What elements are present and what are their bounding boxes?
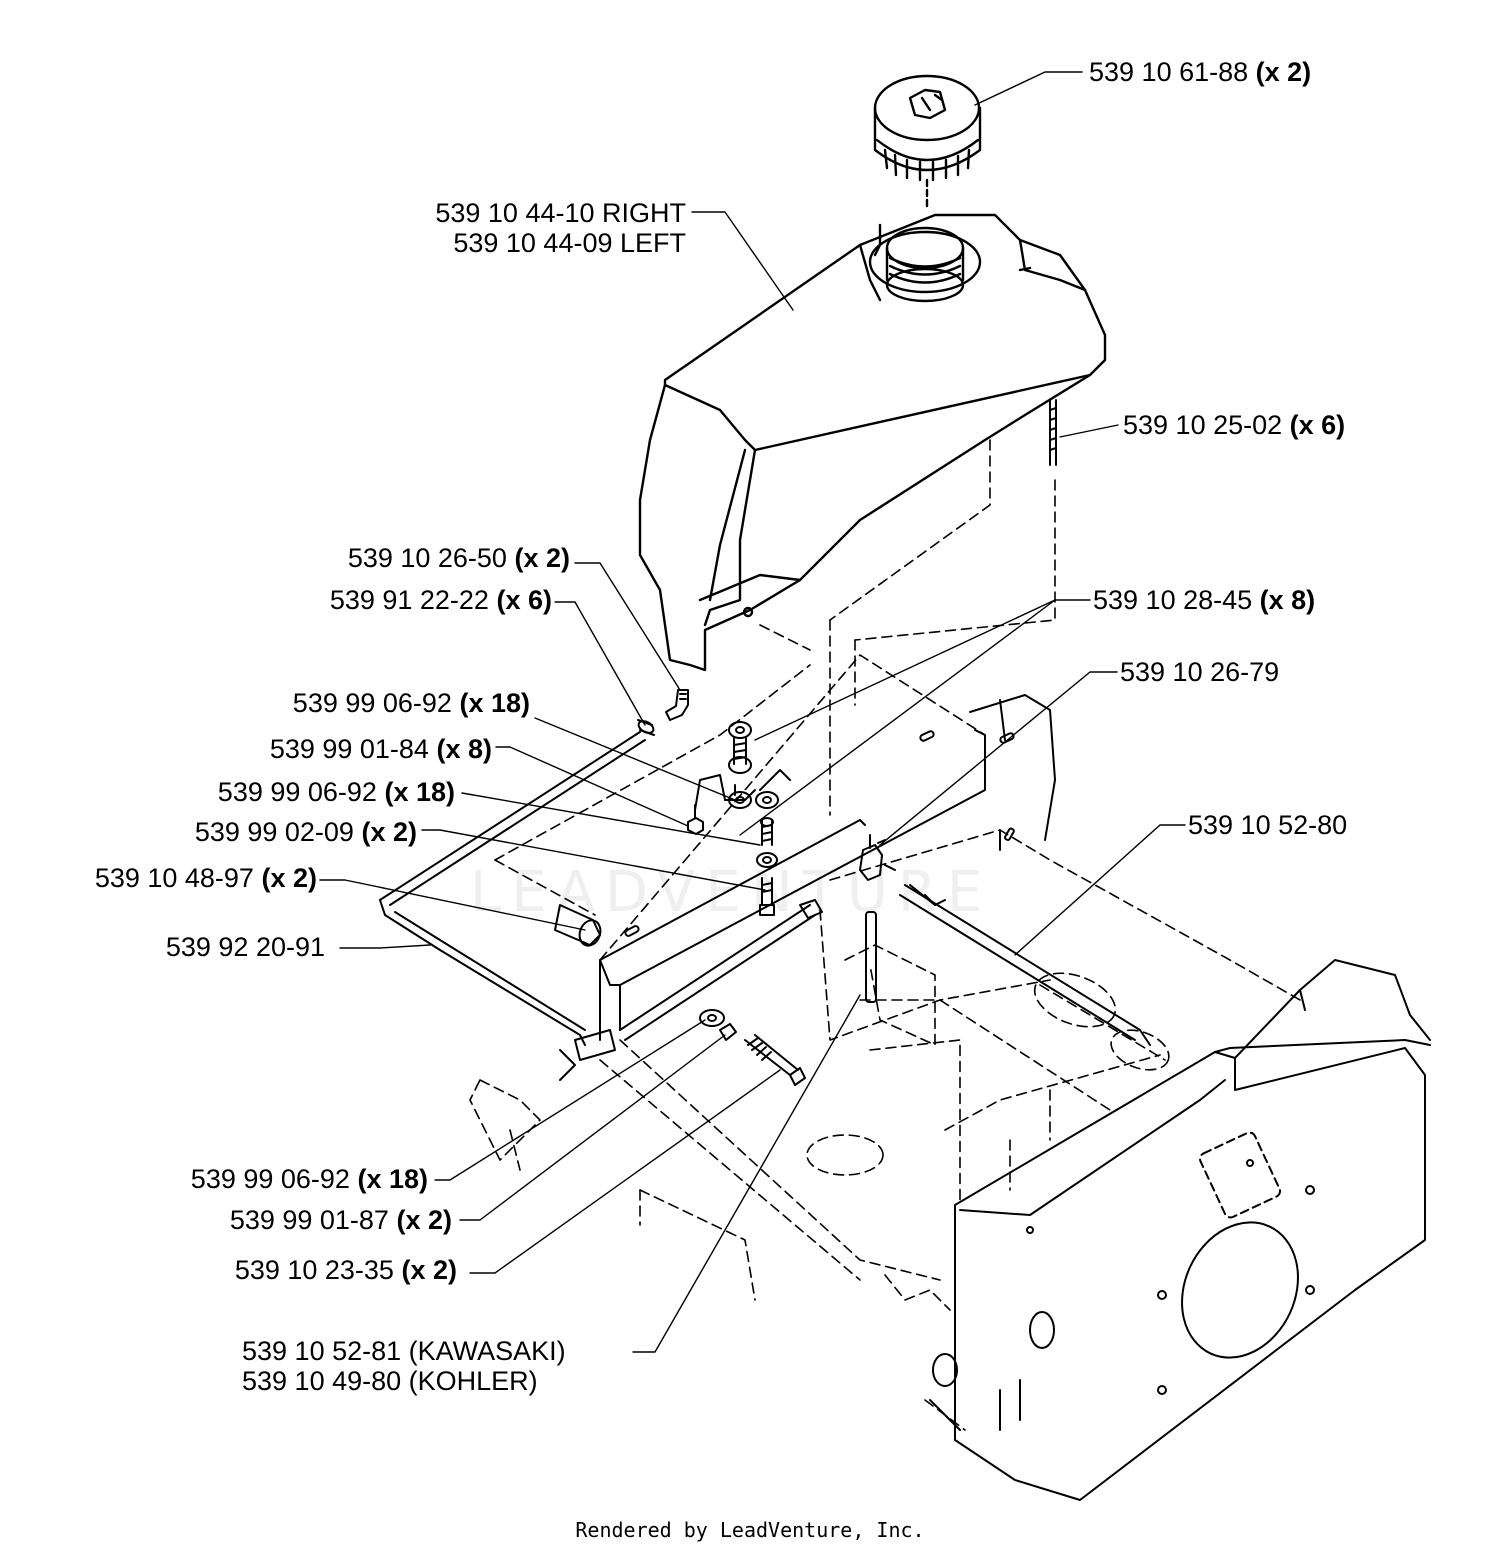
- callout-fuel-cap: 539 10 61-88 (x 2): [1089, 57, 1311, 87]
- callout-stud: 539 10 25-02 (x 6): [1123, 410, 1345, 440]
- part-number: 539 10 26-50: [347, 543, 507, 573]
- callout-hose-clamp: 539 91 22-22 (x 6): [260, 585, 552, 615]
- part-number: 539 99 06-92: [190, 1164, 350, 1194]
- quantity: (x 18): [384, 777, 455, 807]
- callout-long-bolt: 539 10 23-35 (x 2): [165, 1255, 457, 1285]
- hidden-lines: [469, 439, 1301, 1431]
- callout-nut-b: 539 99 01-87 (x 2): [160, 1205, 452, 1235]
- callout-fuel-valve: 539 10 26-79: [1120, 657, 1279, 687]
- quantity: (x 2): [401, 1255, 457, 1285]
- callout-rod: 539 92 20-91: [100, 932, 325, 962]
- callout-fuel-line: 539 10 52-81 (KAWASAKI) 539 10 49-80 (KO…: [242, 1336, 566, 1396]
- callout-nut-a: 539 99 01-84 (x 8): [200, 734, 492, 764]
- quantity: (x 8): [436, 734, 492, 764]
- quantity: (x 6): [1289, 410, 1346, 440]
- quantity: (x 6): [496, 585, 552, 615]
- callout-washer-b: 539 99 06-92 (x 18): [145, 777, 455, 807]
- callout-elbow: 539 10 26-50 (x 2): [280, 543, 570, 573]
- part-number-left: 539 10 44-09 LEFT: [453, 228, 686, 258]
- watermark: LEADVENTURE: [470, 860, 993, 925]
- part-number-right: 539 10 44-10 RIGHT: [435, 198, 686, 228]
- callout-filter-line: 539 10 52-80: [1188, 810, 1347, 840]
- part-number: 539 92 20-91: [165, 932, 325, 962]
- fuel-tank: [638, 213, 1107, 672]
- part-number: 539 10 61-88: [1089, 57, 1249, 87]
- leader-lines: [319, 71, 1186, 1353]
- callout-bolt: 539 10 28-45 (x 8): [1093, 585, 1315, 615]
- part-number: 539 99 06-92: [217, 777, 377, 807]
- callout-screw: 539 99 02-09 (x 2): [125, 817, 417, 847]
- callout-washer-a: 539 99 06-92 (x 18): [220, 688, 530, 718]
- part-number: 539 10 25-02: [1123, 410, 1283, 440]
- quantity: (x 18): [357, 1164, 428, 1194]
- quantity: (x 8): [1259, 585, 1316, 615]
- fuel-lines: [379, 731, 1151, 1046]
- part-number: 539 99 01-87: [229, 1205, 389, 1235]
- callout-washer-c: 539 99 06-92 (x 18): [118, 1164, 428, 1194]
- fuel-cap: [873, 74, 982, 212]
- callout-fuel-tank: 539 10 44-10 RIGHT 539 10 44-09 LEFT: [380, 198, 686, 258]
- part-number-kohler: 539 10 49-80 (KOHLER): [242, 1366, 538, 1396]
- part-number: 539 99 06-92: [292, 688, 452, 718]
- part-number-kawasaki: 539 10 52-81 (KAWASAKI): [242, 1336, 566, 1366]
- quantity: (x 2): [361, 817, 417, 847]
- quantity: (x 2): [1255, 57, 1312, 87]
- part-number: 539 10 52-80: [1188, 810, 1348, 840]
- part-number: 539 10 28-45: [1093, 585, 1253, 615]
- footer-credit: Rendered by LeadVenture, Inc.: [575, 1518, 925, 1542]
- callout-bumper: 539 10 48-97 (x 2): [25, 863, 317, 893]
- quantity: (x 2): [396, 1205, 452, 1235]
- part-number: 539 99 02-09: [194, 817, 354, 847]
- part-number: 539 99 01-84: [269, 734, 429, 764]
- part-number: 539 10 23-35: [234, 1255, 394, 1285]
- quantity: (x 2): [261, 863, 317, 893]
- part-number: 539 10 48-97: [94, 863, 254, 893]
- hardware: [554, 399, 1057, 1086]
- part-number: 539 91 22-22: [329, 585, 489, 615]
- part-number: 539 10 26-79: [1120, 657, 1280, 687]
- quantity: (x 2): [514, 543, 570, 573]
- quantity: (x 18): [459, 688, 530, 718]
